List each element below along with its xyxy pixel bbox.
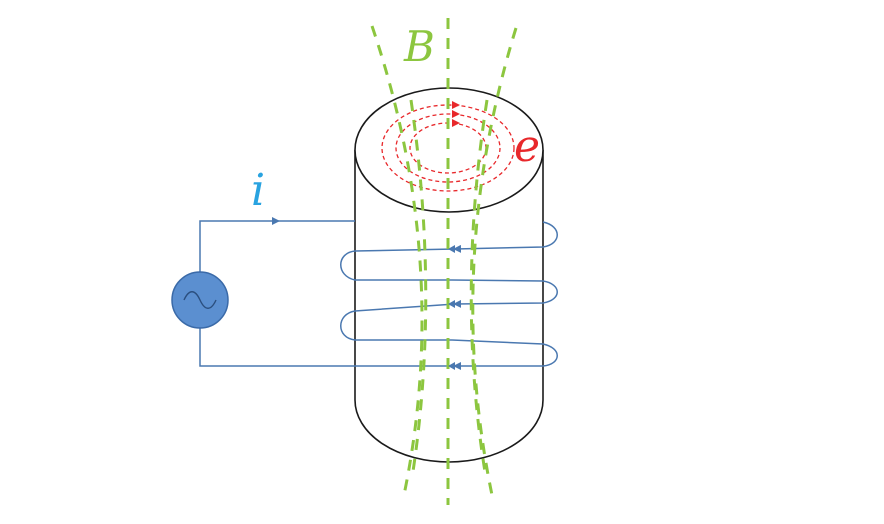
coil-turn-2	[451, 279, 558, 308]
coil-arrow-crossing-2	[448, 300, 455, 308]
ac-source-icon	[171, 271, 229, 329]
coil-turn-3	[451, 339, 558, 370]
coil-turn-2-rest	[340, 303, 456, 341]
current-label: i	[251, 165, 265, 216]
magnetic-field-lines	[370, 18, 518, 505]
field-line-left-inner	[409, 99, 428, 479]
field-line-right-inner	[469, 99, 489, 479]
coil-front	[199, 217, 558, 370]
field-line-right-outer	[471, 27, 518, 496]
coil-turn-1-rest	[340, 248, 456, 281]
eddy-direction-arrows	[452, 101, 460, 127]
eddy-arrow-inner	[452, 119, 460, 127]
eddy-loop-middle	[395, 113, 501, 183]
eddy-arrow-outer	[452, 101, 460, 109]
eddy-arrow-middle	[452, 110, 460, 118]
field-line-left-outer	[370, 25, 424, 496]
sine-wave-icon	[183, 291, 217, 309]
coil-arrow-crossing-3	[448, 362, 455, 370]
field-line-arrows	[448, 245, 455, 370]
coil-arrow-crossing-1	[448, 245, 455, 253]
magnetic-field-label: B	[403, 22, 435, 71]
eddy-emf-label: e	[514, 121, 540, 172]
coil-turn-3-rest	[199, 327, 455, 367]
coil-lead-in	[199, 217, 280, 273]
coil-turn-1	[453, 221, 558, 253]
